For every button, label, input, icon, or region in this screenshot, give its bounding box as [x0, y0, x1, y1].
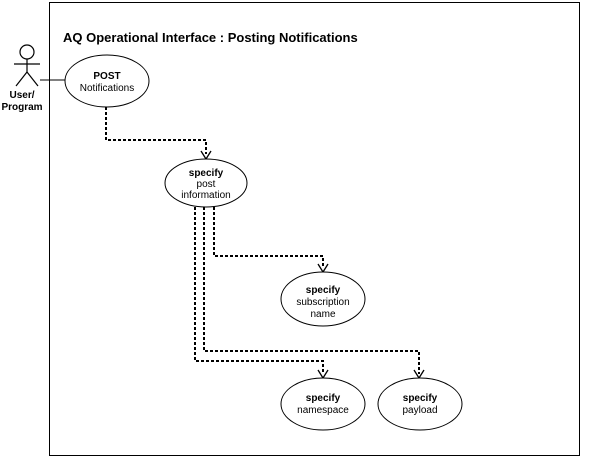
use-case-specify-namespace[interactable]: specify namespace: [280, 377, 366, 431]
use-case-subscription-line1: subscription: [296, 297, 349, 308]
actor-left-leg: [15, 71, 28, 87]
use-case-subscription-bold: specify: [306, 285, 341, 296]
use-case-specify-post-information[interactable]: specify post information: [164, 158, 248, 208]
actor-head: [19, 44, 35, 60]
use-case-post-bold: POST: [93, 71, 120, 82]
use-case-subscription-line2: name: [310, 309, 335, 320]
use-case-post-ellipse: [64, 54, 150, 108]
use-case-payload-line1: payload: [402, 405, 437, 416]
use-case-post-notifications[interactable]: POST Notifications: [64, 54, 150, 108]
system-boundary: [49, 2, 580, 456]
actor-label-line2: Program: [1, 102, 42, 113]
connector-postinfo-to-subscription: [213, 207, 324, 268]
use-case-namespace-ellipse: [280, 377, 366, 431]
use-case-subscription-ellipse: [280, 271, 366, 327]
use-case-post-info-line1: post: [197, 179, 216, 190]
use-case-namespace-line1: namespace: [297, 405, 349, 416]
actor-label-line1: User/: [9, 90, 34, 101]
actor-user-program: User/ Program: [1, 44, 43, 113]
use-case-specify-subscription-name[interactable]: specify subscription name: [280, 271, 366, 327]
use-case-payload-ellipse: [377, 377, 463, 431]
connector-postinfo-to-payload: [203, 207, 420, 374]
use-case-post-text: Notifications: [80, 83, 134, 94]
use-case-payload-bold: specify: [403, 393, 438, 404]
connector-post-to-postinfo: [105, 107, 207, 154]
use-case-post-info-line2: information: [181, 190, 230, 201]
use-case-post-info-ellipse: [164, 158, 248, 208]
connector-postinfo-to-namespace: [194, 207, 324, 374]
use-case-specify-payload[interactable]: specify payload: [377, 377, 463, 431]
actor-right-leg: [26, 71, 39, 87]
use-case-namespace-bold: specify: [306, 393, 341, 404]
diagram-title: AQ Operational Interface : Posting Notif…: [63, 30, 358, 45]
use-case-post-info-bold: specify: [189, 168, 224, 179]
